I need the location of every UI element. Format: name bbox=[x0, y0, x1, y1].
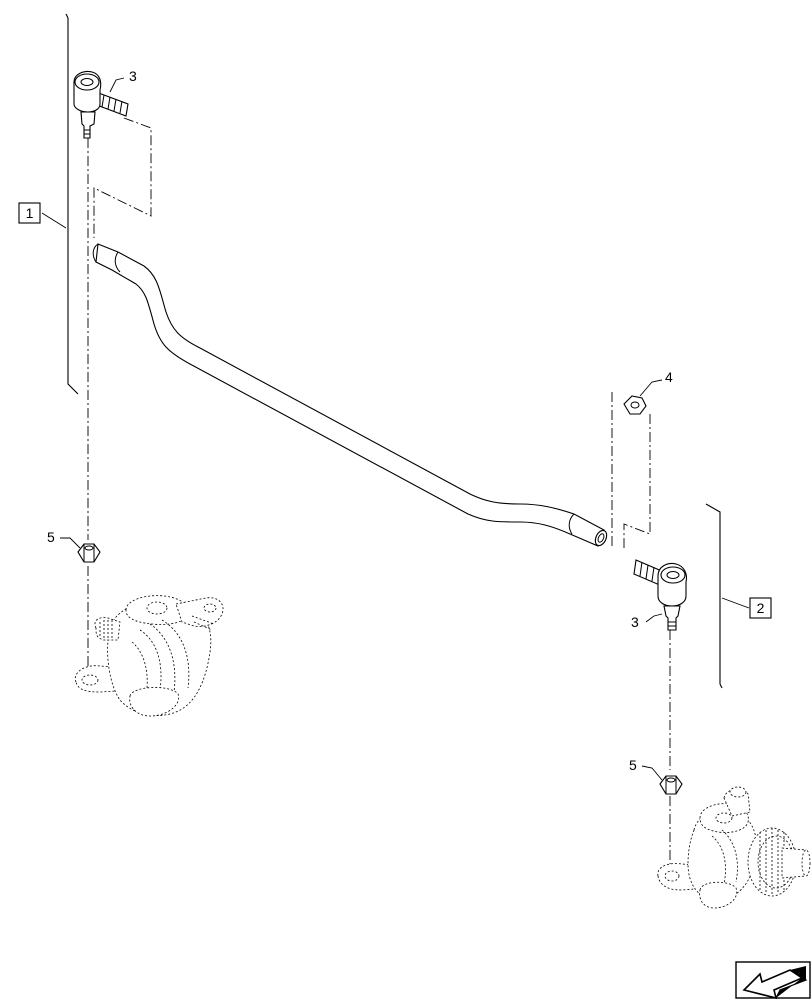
tie-rod-tube bbox=[92, 243, 608, 547]
assembly-ref-box-right bbox=[749, 597, 772, 619]
assembly-bracket-left: 1 bbox=[18, 13, 79, 395]
callout-tie-rod-end-lower: 3 bbox=[631, 614, 639, 630]
assembly-bracket-right: 2 bbox=[705, 503, 772, 689]
hex-nut-left: 5 bbox=[47, 529, 101, 563]
callout-hex-nut-left: 5 bbox=[47, 529, 55, 545]
tie-rod-end-lower: 3 bbox=[631, 559, 688, 631]
steering-knuckle-right bbox=[657, 786, 811, 909]
arrow-back-icon[interactable] bbox=[735, 961, 811, 1000]
callout-tie-rod-end-upper: 3 bbox=[129, 68, 137, 84]
assembly-ref-label-right: 2 bbox=[757, 600, 765, 616]
lock-nut: 4 bbox=[623, 369, 673, 415]
assembly-ref-box-left bbox=[18, 202, 41, 224]
callout-lock-nut: 4 bbox=[665, 369, 673, 385]
assembly-ref-label-left: 1 bbox=[26, 205, 34, 221]
steering-knuckle-left bbox=[74, 595, 224, 717]
tie-rod-end-upper: 3 bbox=[73, 68, 137, 139]
assembly-center-lines bbox=[87, 117, 671, 874]
callout-hex-nut-right: 5 bbox=[629, 757, 637, 773]
hex-nut-right: 5 bbox=[629, 757, 683, 795]
